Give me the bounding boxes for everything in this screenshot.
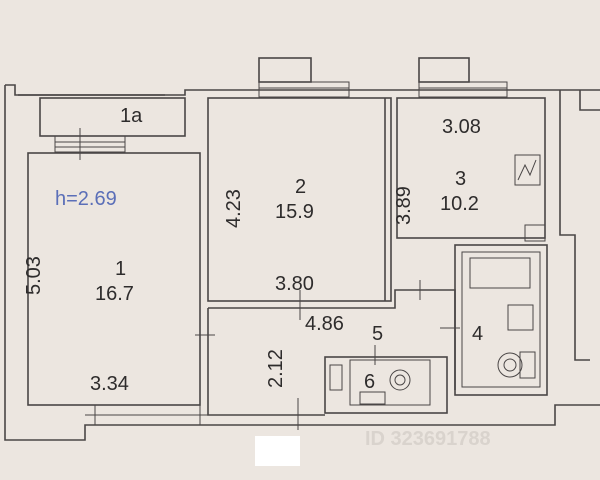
walls bbox=[4, 57, 600, 441]
ceiling-height-label: h=2.69 bbox=[55, 188, 117, 210]
room-2-number: 2 bbox=[295, 176, 306, 198]
redaction-box bbox=[255, 436, 300, 466]
room-6-number: 6 bbox=[364, 371, 375, 393]
room-3-number: 3 bbox=[455, 168, 466, 190]
room-5-number: 5 bbox=[372, 323, 383, 345]
room-4-number: 4 bbox=[472, 323, 483, 345]
room-5-width: 2.12 bbox=[265, 349, 287, 388]
room-1-number: 1 bbox=[115, 258, 126, 280]
room-2-depth: 4.23 bbox=[223, 189, 245, 228]
labels: 1a h=2.69 1 16.7 5.03 3.34 2 15.9 4.23 3… bbox=[23, 105, 491, 450]
room-2-width: 3.80 bbox=[275, 273, 314, 295]
room-1-area: 16.7 bbox=[95, 283, 134, 305]
watermark: ID 323691788 bbox=[365, 428, 491, 450]
room-1-width: 3.34 bbox=[90, 373, 129, 395]
room-3-area: 10.2 bbox=[440, 193, 479, 215]
balcony-label: 1a bbox=[120, 105, 143, 127]
room-3-width: 3.08 bbox=[442, 116, 481, 138]
room-5-length: 4.86 bbox=[305, 313, 344, 335]
room-1-depth: 5.03 bbox=[23, 256, 45, 295]
room-2-area: 15.9 bbox=[275, 201, 314, 223]
room-3-depth: 3.89 bbox=[393, 186, 415, 225]
